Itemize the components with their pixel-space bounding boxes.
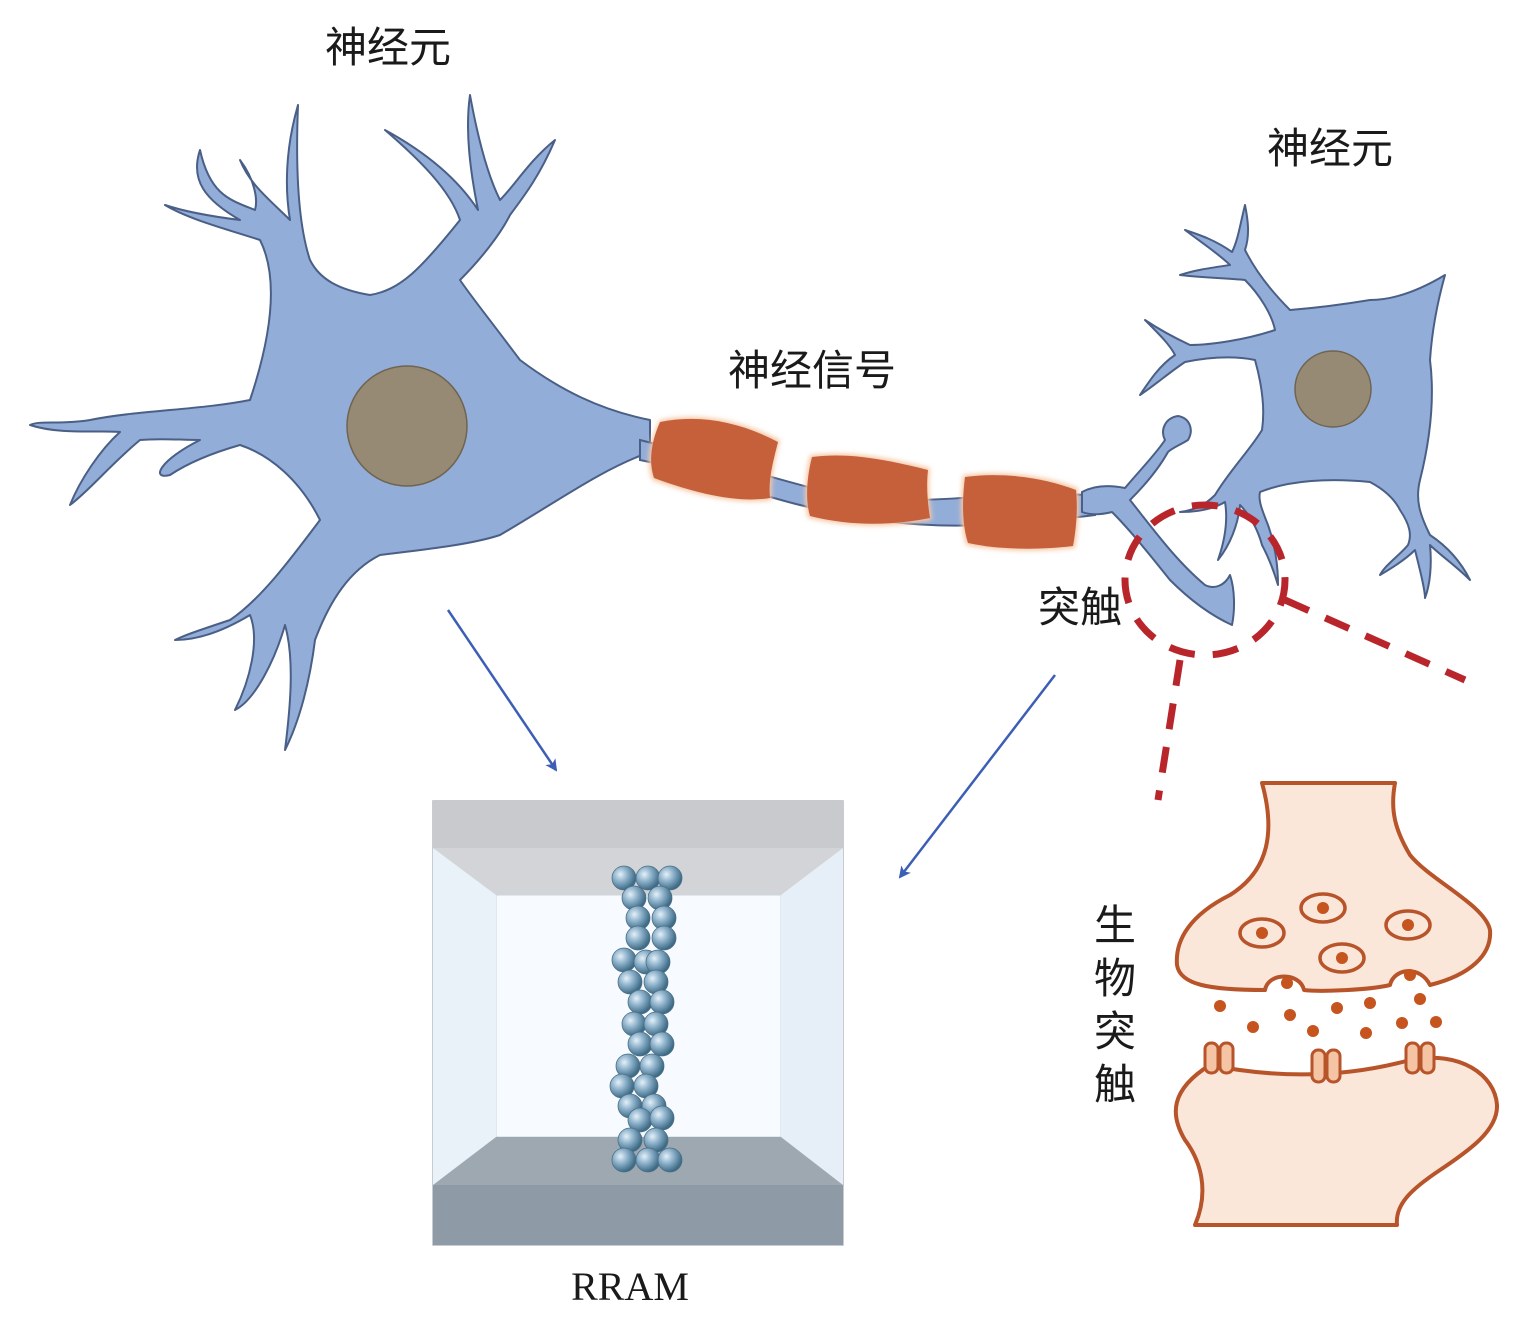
filament-sphere	[627, 989, 653, 1015]
label-rram: RRAM	[571, 1264, 689, 1309]
neuron-right	[1139, 204, 1471, 599]
receptor	[1404, 1041, 1436, 1075]
synapse-highlight	[1121, 501, 1467, 801]
svg-text:生: 生	[1094, 901, 1136, 950]
synapse-highlight-circle	[1121, 501, 1289, 659]
filament-sphere	[611, 947, 637, 973]
myelin-sheaths	[648, 416, 1079, 551]
filament-sphere	[651, 925, 677, 951]
myelin-sheath-3	[961, 473, 1079, 551]
label-neuron-left: 神经元	[325, 23, 451, 72]
arrow-synapse-to-rram	[898, 674, 1056, 879]
label-nerve-signal: 神经信号	[728, 346, 896, 395]
filament-sphere	[649, 1105, 675, 1131]
label-synapse: 突触	[1038, 583, 1122, 632]
axon-terminal	[1081, 415, 1236, 626]
label-neuron-right: 神经元	[1267, 124, 1393, 173]
filament-sphere	[635, 1147, 661, 1173]
svg-text:触: 触	[1094, 1060, 1136, 1109]
neuron-left-body	[29, 94, 651, 751]
filament-sphere	[657, 865, 683, 891]
filament-sphere	[657, 1147, 683, 1173]
neuron-right-nucleus	[1294, 350, 1372, 428]
zoom-line-left	[1154, 659, 1184, 801]
neuron-left	[29, 94, 651, 751]
filament-sphere	[625, 925, 651, 951]
myelin-sheath-2	[805, 453, 932, 526]
svg-text:突: 突	[1094, 1007, 1136, 1056]
myelin-sheath-1	[648, 416, 780, 502]
arrow-neuron-to-rram	[446, 609, 558, 772]
filament-sphere	[627, 1031, 653, 1057]
receptor	[1310, 1048, 1342, 1084]
filament-sphere	[649, 1031, 675, 1057]
postsynaptic-terminal	[1173, 1055, 1500, 1227]
neuron-left-nucleus	[346, 365, 468, 487]
label-bio-synapse: 生 物 突 触	[1094, 901, 1136, 1109]
filament-sphere	[617, 969, 643, 995]
zoom-line-right	[1283, 596, 1467, 684]
svg-text:物: 物	[1094, 954, 1136, 1003]
receptors	[1203, 1041, 1436, 1084]
conductive-filament	[609, 865, 683, 1173]
filament-sphere	[649, 989, 675, 1015]
receptor	[1203, 1041, 1235, 1075]
neurotransmitters	[1214, 902, 1442, 1039]
rram-device	[432, 800, 844, 1246]
bio-synapse	[1173, 781, 1500, 1227]
rram-top-electrode	[433, 801, 843, 848]
filament-sphere	[611, 1147, 637, 1173]
